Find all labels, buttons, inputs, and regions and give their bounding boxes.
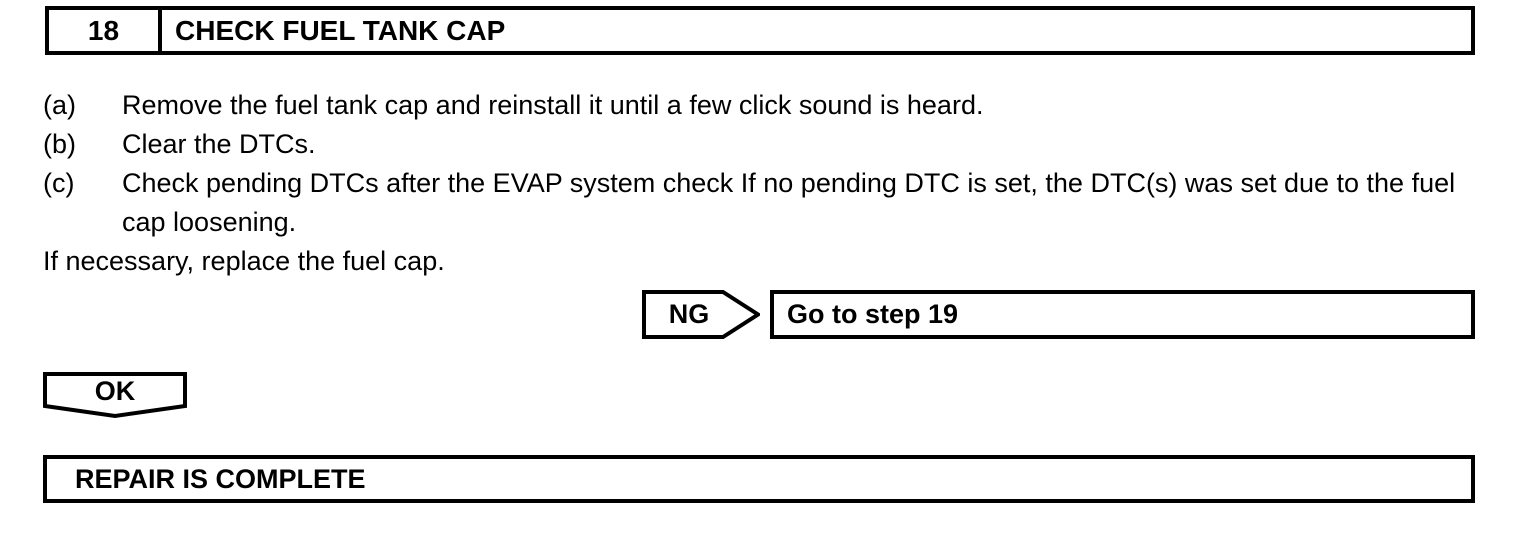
instruction-text: Remove the fuel tank cap and reinstall i… <box>122 90 984 120</box>
ng-arrow-shape <box>642 290 760 339</box>
ok-arrow: OK <box>43 372 187 420</box>
step-title-cell: CHECK FUEL TANK CAP <box>162 10 1471 51</box>
instruction-text: Clear the DTCs. <box>122 129 316 159</box>
instruction-item: (a) Remove the fuel tank cap and reinsta… <box>43 86 1484 125</box>
step-number: 18 <box>87 14 120 46</box>
ng-action-box: Go to step 19 <box>770 290 1475 339</box>
instruction-text: Check pending DTCs after the EVAP system… <box>122 168 1456 237</box>
ok-label: OK <box>94 375 136 406</box>
repair-complete-text: REPAIR IS COMPLETE <box>75 463 366 494</box>
instruction-label: (c) <box>43 168 75 198</box>
instruction-item: (b) Clear the DTCs. <box>43 125 1484 164</box>
ok-arrow-shape <box>43 372 187 419</box>
ng-arrow: NG <box>642 290 760 339</box>
step-title: CHECK FUEL TANK CAP <box>175 14 506 46</box>
repair-complete-box: REPAIR IS COMPLETE <box>43 455 1475 503</box>
instruction-list: (a) Remove the fuel tank cap and reinsta… <box>43 86 1484 281</box>
instruction-label: (b) <box>43 129 76 159</box>
instruction-label: (a) <box>43 90 76 120</box>
instruction-item: (c) Check pending DTCs after the EVAP sy… <box>43 164 1484 242</box>
ng-label: NG <box>668 299 710 329</box>
note-text: If necessary, replace the fuel cap. <box>43 246 445 276</box>
ng-action-text: Go to step 19 <box>787 299 959 329</box>
step-number-cell: 18 <box>49 10 162 51</box>
step-header: 18 CHECK FUEL TANK CAP <box>45 6 1475 55</box>
